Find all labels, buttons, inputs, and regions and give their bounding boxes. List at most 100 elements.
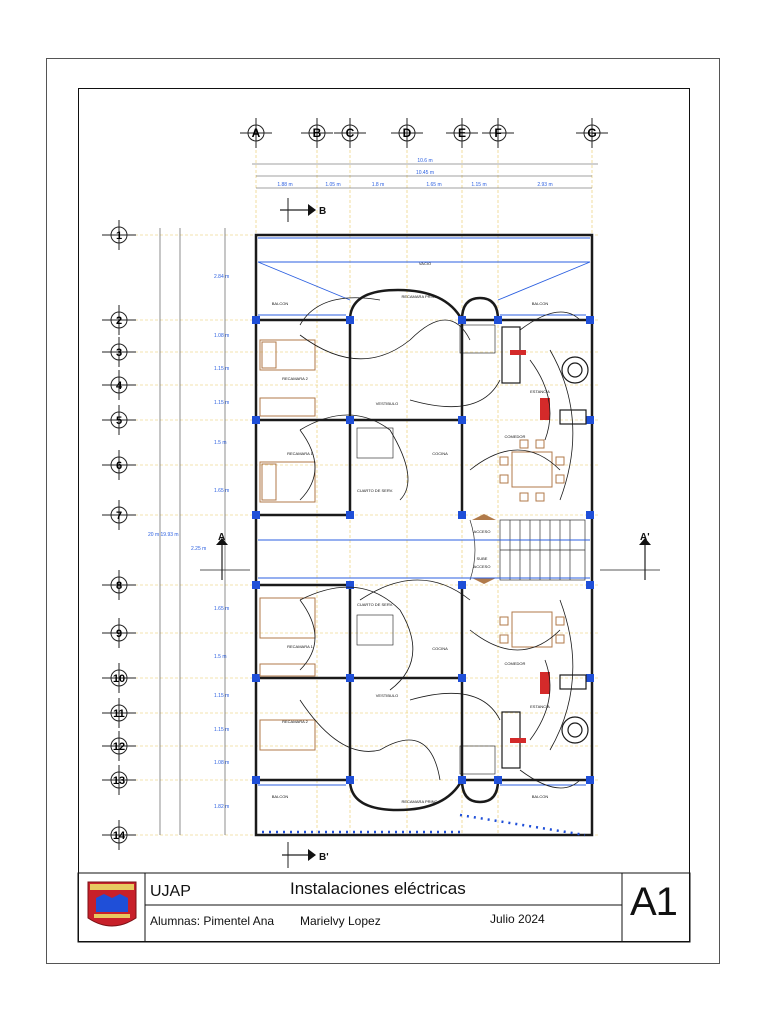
axis-label: 11 xyxy=(113,708,125,720)
svg-text:A': A' xyxy=(640,532,650,543)
drawing-title: Instalaciones eléctricas xyxy=(290,879,466,898)
axis-label: D xyxy=(403,126,412,140)
dimension-label: 1.65 m xyxy=(426,182,441,188)
axis-label: 9 xyxy=(116,628,122,640)
axis-label: 8 xyxy=(116,580,122,592)
axis-marker-e: E xyxy=(446,118,478,148)
room-label: BALCON xyxy=(272,794,289,799)
axis-label: B xyxy=(313,126,322,140)
axis-label: 12 xyxy=(113,741,125,753)
axis-marker-f: F xyxy=(482,118,514,148)
room-label: RECAMARA 2 xyxy=(282,376,309,381)
axis-label: 5 xyxy=(116,415,122,427)
room-label: RECAMARA PRINC. xyxy=(401,799,438,804)
axis-label: 4 xyxy=(116,380,123,392)
room-label: RECAMARA 2 xyxy=(282,719,309,724)
axis-marker-1: 1 xyxy=(102,220,136,250)
room-label: SUBE xyxy=(477,556,488,561)
dimension-label: 1.15 m xyxy=(214,693,229,699)
room-label: COCINA xyxy=(432,646,448,651)
axis-label: 7 xyxy=(116,510,122,522)
dimension-label: 20 m 19.93 m xyxy=(148,532,179,538)
axis-marker-4: 4 xyxy=(102,370,136,400)
room-label: RECAMARA PRINC. xyxy=(401,294,438,299)
room-label: VESTIBULO xyxy=(376,693,398,698)
axis-marker-b: B xyxy=(301,118,333,148)
dimension-label: 1.15 m xyxy=(214,400,229,406)
structural-columns xyxy=(252,316,594,784)
room-label: CUARTO DE SERV. xyxy=(357,602,393,607)
axis-label: 1 xyxy=(116,230,122,242)
blue-lines xyxy=(257,237,591,786)
section-marker-a-prime: A' xyxy=(600,532,660,580)
axis-marker-12: 12 xyxy=(102,731,136,761)
dimension-label: 10.6 m xyxy=(417,158,432,164)
dimension-label: 10.45 m xyxy=(416,170,434,176)
axis-label: F xyxy=(494,126,501,140)
room-label: VESTIBULO xyxy=(376,401,398,406)
section-marker-b-prime: B' xyxy=(282,842,329,868)
dimension-label: 1.15 m xyxy=(214,366,229,372)
school-seal-logo xyxy=(84,878,140,936)
svg-text:B': B' xyxy=(319,852,329,863)
axis-marker-13: 13 xyxy=(102,765,136,795)
axis-marker-11: 11 xyxy=(102,698,136,728)
dimension-label: 1.05 m xyxy=(325,182,340,188)
axis-marker-8: 8 xyxy=(102,570,136,600)
dimension-label: 1.65 m xyxy=(214,488,229,494)
room-label: ACCESO xyxy=(474,529,491,534)
axis-marker-10: 10 xyxy=(102,663,136,693)
row-markers: 1 2 3 4 5 6 7 8 9 10 11 12 13 14 xyxy=(102,220,136,850)
title-block xyxy=(77,872,691,943)
fixtures xyxy=(356,324,589,775)
drawing-date: Julio 2024 xyxy=(490,912,545,926)
axis-marker-g: G xyxy=(576,118,608,148)
dimension-label: 1.82 m xyxy=(214,804,229,810)
axis-marker-a: A xyxy=(240,118,272,148)
axis-label: G xyxy=(587,126,596,140)
svg-text:B: B xyxy=(319,206,326,217)
svg-text:A: A xyxy=(218,532,225,543)
room-label: ESTANCIA xyxy=(530,389,550,394)
room-labels: VACIO BALCON BALCON RECAMARA PRINC. RECA… xyxy=(272,261,550,804)
axis-marker-9: 9 xyxy=(102,618,136,648)
dimension-label: 1.15 m xyxy=(214,727,229,733)
room-label: RECAMARA 1 xyxy=(287,644,314,649)
axis-label: E xyxy=(458,126,466,140)
dimension-label: 1.65 m xyxy=(214,606,229,612)
axis-marker-5: 5 xyxy=(102,405,136,435)
dimension-label: 1.5 m xyxy=(214,654,227,660)
axis-label: 14 xyxy=(113,830,126,842)
dimension-label: 2.25 m xyxy=(191,546,206,552)
top-dimensions: 10.6 m 10.45 m 1.88 m 1.05 m 1.8 m 1.65 … xyxy=(252,158,598,189)
dimension-label: 2.93 m xyxy=(537,182,552,188)
blue-dotted-balcony xyxy=(262,813,586,837)
axis-marker-d: D xyxy=(391,118,423,148)
axis-marker-14: 14 xyxy=(102,820,136,850)
left-dimensions: 2.84 m 1.08 m 1.15 m 1.15 m 1.5 m 1.65 m… xyxy=(148,228,229,835)
student-name: Marielvy Lopez xyxy=(300,914,381,928)
staircase xyxy=(469,514,586,584)
axis-label: 3 xyxy=(116,347,122,359)
dimension-label: 1.8 m xyxy=(372,182,385,188)
school-name: UJAP xyxy=(150,883,191,900)
room-label: VACIO xyxy=(419,261,431,266)
axis-marker-c: C xyxy=(334,118,366,148)
axis-marker-3: 3 xyxy=(102,337,136,367)
section-marker-a: A xyxy=(200,532,250,580)
dimension-label: 2.84 m xyxy=(214,274,229,280)
electrical-wiring xyxy=(299,297,581,789)
dimension-label: 1.88 m xyxy=(277,182,292,188)
axis-marker-6: 6 xyxy=(102,450,136,480)
axis-label: 2 xyxy=(116,315,122,327)
axis-label: A xyxy=(252,126,261,140)
dimension-label: 1.15 m xyxy=(471,182,486,188)
room-label: CUARTO DE SERV. xyxy=(357,488,393,493)
dimension-label: 1.08 m xyxy=(214,760,229,766)
sheet-number: A1 xyxy=(630,880,678,924)
room-label: BALCON xyxy=(532,794,549,799)
axis-label: 10 xyxy=(113,673,125,685)
room-label: BALCON xyxy=(532,301,549,306)
axis-marker-2: 2 xyxy=(102,305,136,335)
